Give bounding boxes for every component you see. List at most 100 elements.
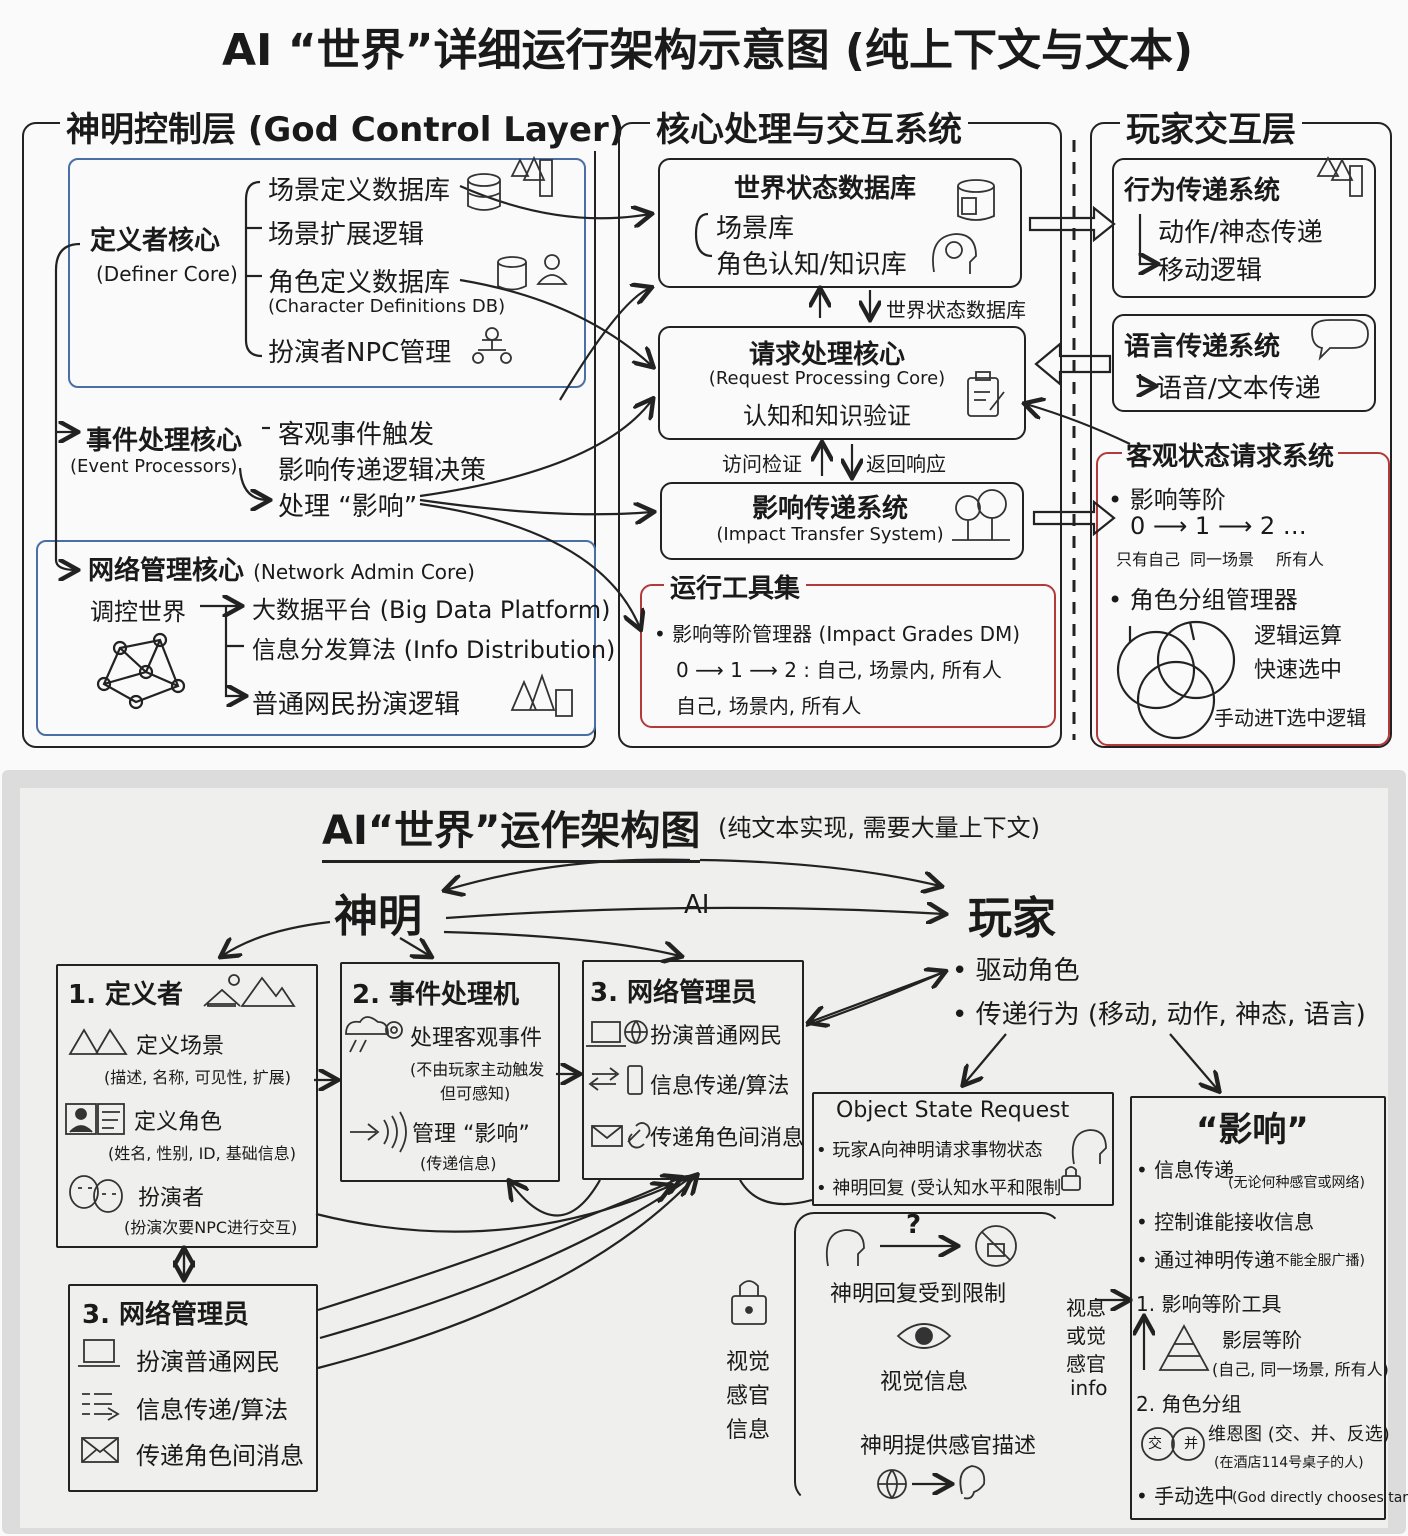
mail-link-icon — [591, 1122, 651, 1149]
clipboard-icon — [967, 371, 1005, 417]
influence-item1-note: (无论何种感官或网络) — [1228, 1175, 1365, 1191]
eye-icon — [896, 1323, 952, 1349]
netizen-logic-label: 普通网民扮演逻辑 — [252, 690, 461, 720]
lock-label-3: 信息 — [726, 1418, 771, 1443]
core-title: 核心处理与交互系统 — [650, 102, 968, 151]
define-role-note: (姓名, 性别, ID, 基础信息) — [108, 1144, 297, 1163]
database-user-icon — [497, 254, 568, 291]
no-access-lock-icon — [975, 1225, 1017, 1267]
handle-impact-label: 处理 “影响” — [278, 492, 418, 522]
definer-title: 1. 定义者 — [68, 980, 184, 1010]
group-quick-label: 快速选中 — [1254, 658, 1343, 683]
transfer-phone-icon — [588, 1065, 643, 1095]
influence-title: “影响” — [1196, 1110, 1309, 1150]
info-distribution-label: 信息分发算法 (Info Distribution) — [252, 636, 616, 664]
house-icon — [203, 988, 241, 1007]
question-head-icon — [1071, 1129, 1107, 1165]
left-spine — [54, 242, 80, 570]
scene-extend-label: 场景扩展逻辑 — [268, 220, 425, 250]
language-item: 语音/文本传递 — [1156, 374, 1321, 404]
forest-icon-2 — [510, 673, 573, 717]
impact-system-title: 影响传递系统 — [751, 494, 908, 524]
event-title: 2. 事件处理机 — [352, 980, 520, 1010]
world-db-title: 世界状态数据库 — [733, 174, 916, 204]
request-core-line: 认知和知识验证 — [743, 402, 911, 430]
definer-core-title: 定义者核心 — [90, 226, 221, 256]
control-world-label: 调控世界 — [90, 598, 186, 626]
god-to-player-arrow — [445, 908, 944, 918]
scene-lib-label: 场景库 — [716, 214, 795, 244]
define-role-label: 定义角色 — [134, 1110, 223, 1135]
god-label: 神明 — [334, 891, 422, 942]
top-title: AI “世界”详细运行架构示意图 (纯上下文与文本) — [222, 25, 1194, 76]
request-core-title: 请求处理核心 — [748, 340, 905, 370]
influence-tool2-note: (在酒店114号桌子的人) — [1214, 1455, 1364, 1471]
player-label: 玩家 — [968, 893, 1056, 944]
role-db-en-label: (Character Definitions DB) — [268, 296, 506, 317]
globe-icon — [877, 1469, 907, 1500]
role-db-label: 角色定义数据库 — [268, 268, 451, 298]
object-state-title: Object State Request — [836, 1098, 1070, 1123]
lock-icon-small — [1061, 1166, 1081, 1191]
influence-tool2-name: 维恩图 (交、并、反选) — [1208, 1424, 1390, 1445]
object-state-item1: • 玩家A向神明请求事物状态 — [816, 1140, 1043, 1161]
limit-bracket — [794, 1212, 1062, 1502]
top-connectors — [54, 140, 1369, 740]
whiteboard-surface — [20, 788, 1388, 1528]
role-knowledge-label: 角色认知/知识库 — [716, 250, 907, 280]
grade-label-self: 只有自己 — [1116, 550, 1181, 569]
influence-item2: • 控制谁能接收信息 — [1136, 1210, 1315, 1234]
influence-manual: • 手动选中 — [1136, 1484, 1235, 1508]
influence-tool2: 2. 角色分组 — [1136, 1392, 1242, 1416]
impact-to-objective-arrow — [1032, 499, 1116, 537]
object-state-item2: • 神明回复 (受认知水平和限制 — [816, 1178, 1062, 1199]
side-label-4: info — [1070, 1376, 1108, 1400]
network-item-info: 信息传递/算法 — [650, 1074, 790, 1099]
mountain-icon — [240, 976, 296, 1007]
event-item-impact: 管理 “影响” — [412, 1122, 530, 1147]
object-state-box — [812, 1092, 1114, 1206]
objective-grade-title: • 影响等阶 — [1108, 486, 1226, 514]
behavior-box — [1112, 158, 1376, 298]
id-card-icon — [65, 1103, 125, 1135]
tools-line1: 0 ⟶ 1 ⟶ 2 : 自己, 场景内, 所有人 — [676, 658, 1002, 682]
behavior-item-action: 动作/神态传递 — [1158, 218, 1323, 248]
network2-box — [68, 1284, 318, 1492]
language-title: 语言传递系统 — [1124, 332, 1281, 362]
limit-label: 神明回复受到限制 — [830, 1282, 1007, 1307]
definer-brace — [244, 180, 263, 358]
actor-note: (扮演次要NPC进行交互) — [124, 1218, 298, 1237]
venn-label-b: 并 — [1184, 1436, 1198, 1452]
signal-arrow-icon — [350, 1111, 407, 1153]
event-core-title: 事件处理核心 — [86, 426, 243, 456]
objective-group-title: • 角色分组管理器 — [1108, 586, 1298, 614]
venn-label-a: 交 — [1148, 1436, 1162, 1452]
sense-desc-label: 神明提供感官描述 — [860, 1434, 1037, 1459]
language-to-request-arrow — [1034, 341, 1112, 387]
speech-bubble-icon — [1311, 319, 1369, 361]
network2-item-message: 传递角色间消息 — [136, 1442, 304, 1470]
network-core-title: 网络管理核心 (Network Admin Core) — [88, 550, 475, 587]
actor-label: 扮演者 — [138, 1186, 205, 1211]
tools-item: • 影响等阶管理器 (Impact Grades DM) — [654, 622, 1021, 646]
impact-logic-label: 影响传递逻辑决策 — [278, 456, 487, 486]
npc-manage-label: 扮演者NPC管理 — [268, 338, 452, 368]
scene-db-label: 场景定义数据库 — [268, 176, 451, 206]
god-layer-title: 神明控制层 (God Control Layer) — [60, 102, 631, 151]
trees-icon-2 — [1316, 156, 1363, 197]
definer-core-subtitle: (Definer Core) — [96, 262, 238, 286]
bottom-title-note: (纯文本实现, 需要大量上下文) — [718, 814, 1040, 842]
network2-item-info: 信息传递/算法 — [136, 1396, 289, 1424]
mail-icon — [81, 1437, 119, 1463]
tools-box — [640, 584, 1056, 728]
theater-masks-icon — [69, 1175, 123, 1213]
pyramid-icon — [1158, 1324, 1210, 1371]
impact-system-box — [660, 482, 1024, 560]
player-item-drive: • 驱动角色 — [952, 956, 1080, 986]
lock-label-1: 视觉 — [726, 1350, 771, 1375]
behavior-title: 行为传递系统 — [1124, 176, 1281, 206]
influence-item3-note: (不能全服广播) — [1270, 1253, 1365, 1269]
event-box — [340, 962, 560, 1182]
world-to-behavior-arrow — [1028, 205, 1116, 243]
